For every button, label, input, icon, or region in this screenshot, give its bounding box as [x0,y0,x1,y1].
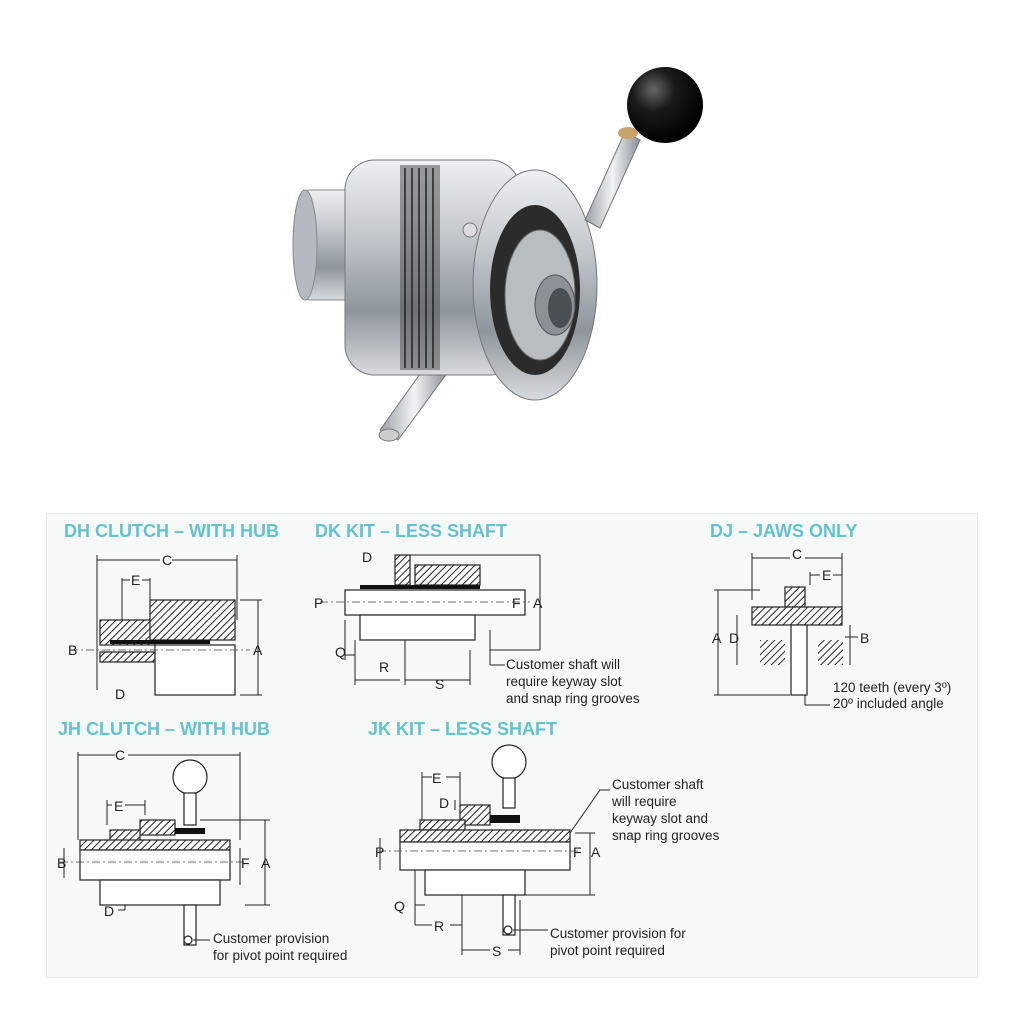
clutch-product-photo [292,67,703,442]
jk-shaft-note-line3: keyway slot and [612,811,708,826]
dim-q: Q [394,898,405,914]
dim-p: P [375,844,384,860]
jk-title: JK KIT – LESS SHAFT [368,719,557,739]
dim-r: R [379,659,389,675]
jk-pivot-note-line1: Customer provision for [550,926,686,941]
dim-a: A [591,844,601,860]
dim-c: C [162,552,172,568]
dim-r: R [434,918,444,934]
dim-b: B [68,642,77,658]
dim-e: E [131,572,140,588]
jk-shaft-note-line1: Customer shaft [612,777,704,792]
dim-d: D [115,686,125,702]
dim-a: A [261,855,271,871]
dim-d: D [439,795,449,811]
dk-note-line3: and snap ring grooves [506,691,640,706]
dk-note-line2: require keyway slot [506,674,622,689]
dim-a: A [533,595,543,611]
dim-c: C [792,546,802,562]
jh-title: JH CLUTCH – WITH HUB [58,719,270,739]
dim-s: S [435,676,444,692]
dim-d: D [729,630,739,646]
dj-note-line2: 20º included angle [833,696,944,711]
dim-a: A [253,642,263,658]
dim-f: F [512,595,521,611]
dim-s: S [492,943,501,959]
dim-e: E [432,770,441,786]
jk-kit-diagram: JK KIT – LESS SHAFT E D P F A Q R S Cust… [368,719,720,959]
dim-b: B [860,630,869,646]
jk-shaft-note-line2: will require [611,794,677,809]
dim-e: E [114,798,123,814]
dim-p: P [314,595,323,611]
dim-d: D [362,549,372,565]
dj-jaws-diagram: DJ – JAWS ONLY C E A D B 120 teeth (ever… [710,521,951,711]
dj-title: DJ – JAWS ONLY [710,521,857,541]
jh-clutch-diagram: JH CLUTCH – WITH HUB C E B F A D Custome… [57,719,347,963]
clutch-body [344,159,598,401]
dim-e: E [822,567,831,583]
dim-f: F [241,855,250,871]
dh-clutch-diagram: DH CLUTCH – WITH HUB C E B A D [64,521,279,702]
dim-d: D [104,903,114,919]
dim-q: Q [335,644,346,660]
jk-shaft-note-line4: snap ring grooves [612,828,720,843]
dim-c: C [115,747,125,763]
dh-title: DH CLUTCH – WITH HUB [64,521,279,541]
dim-b: B [57,855,66,871]
dj-note-line1: 120 teeth (every 3º) [833,680,951,695]
dim-f: F [573,844,582,860]
lever-handle [584,67,703,229]
dk-kit-diagram: DK KIT – LESS SHAFT D P F A Q R S Custom… [314,521,640,706]
jh-note-line2: for pivot point required [213,948,347,963]
dk-note-line1: Customer shaft will [506,657,620,672]
dim-a: A [712,630,722,646]
black-knob [627,67,703,143]
jh-note-line1: Customer provision [213,931,329,946]
dk-title: DK KIT – LESS SHAFT [315,521,507,541]
jk-pivot-note-line2: pivot point required [550,943,665,958]
